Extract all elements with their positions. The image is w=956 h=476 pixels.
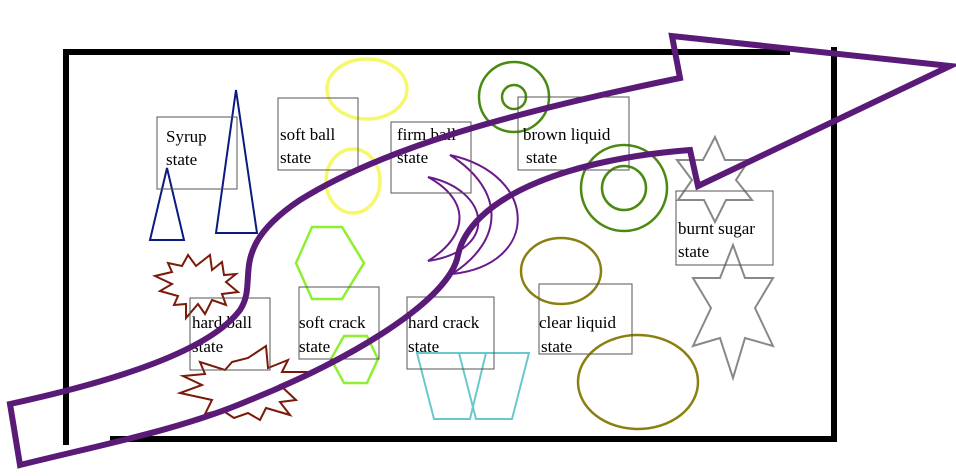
- soft-ball-circle-top: [325, 57, 409, 121]
- hard-crack-trapezoids: [415, 352, 531, 420]
- state-syrup-line1: Syrup: [166, 127, 207, 146]
- state-hard-ball-box: [189, 297, 271, 371]
- state-soft-ball-line1: soft ball: [280, 125, 336, 144]
- state-soft-ball: soft ball state: [277, 97, 359, 171]
- syrup-triangle-small: [148, 167, 186, 241]
- state-burnt-sugar-box: [675, 190, 774, 266]
- state-soft-ball-box: [277, 97, 359, 171]
- clear-liquid-ellipse-small: [519, 236, 603, 306]
- state-burnt-sugar-line2: state: [678, 242, 709, 261]
- state-clear-liquid-box: [538, 283, 633, 355]
- state-syrup-line2: state: [166, 150, 197, 169]
- state-soft-crack-line1: soft crack: [299, 313, 366, 332]
- soft-crack-hexagon-large: [294, 225, 366, 301]
- state-hard-crack: hard crack state: [406, 296, 495, 370]
- state-brown-liquid-line2: state: [526, 148, 557, 167]
- state-burnt-sugar-line1: burnt sugar: [678, 219, 755, 238]
- state-clear-liquid: clear liquid state: [538, 283, 633, 356]
- firm-ball-crescents: [427, 154, 519, 275]
- soft-ball-circle-mid: [324, 147, 382, 215]
- state-clear-liquid-line1: clear liquid: [539, 313, 616, 332]
- firm-ball-crescent-2: [449, 154, 519, 275]
- state-brown-liquid-line1: brown liquid: [523, 125, 611, 144]
- clear-liquid-ellipses: [519, 236, 700, 431]
- brown-liquid-ring-outer-2: [579, 143, 669, 233]
- progression-arrow: [6, 32, 956, 469]
- syrup-triangle-tall: [214, 89, 259, 234]
- outer-frame: [63, 47, 837, 445]
- burnt-sugar-star-bottom: [691, 242, 775, 382]
- firm-ball-crescent-1: [427, 176, 480, 262]
- state-hard-crack-box: [406, 296, 495, 370]
- state-clear-liquid-line2: state: [541, 337, 572, 356]
- brown-liquid-ring-inner-2: [600, 164, 648, 212]
- state-syrup-box: [156, 116, 238, 190]
- hard-ball-starburst-large: [176, 344, 311, 422]
- hard-ball-starburst-small: [151, 253, 241, 321]
- clear-liquid-ellipse-large: [576, 333, 700, 431]
- hard-ball-starbursts: [151, 253, 311, 422]
- state-soft-crack-line2: state: [299, 337, 330, 356]
- state-hard-crack-line1: hard crack: [408, 313, 480, 332]
- hard-crack-trapezoid-2: [457, 352, 531, 420]
- syrup-triangles: [148, 89, 259, 241]
- state-burnt-sugar: burnt sugar state: [675, 190, 774, 266]
- state-hard-crack-line2: state: [408, 337, 439, 356]
- soft-ball-circles: [324, 57, 409, 215]
- state-syrup: Syrup state: [156, 116, 238, 190]
- hard-crack-trapezoid-1: [415, 352, 488, 420]
- state-soft-ball-line2: state: [280, 148, 311, 167]
